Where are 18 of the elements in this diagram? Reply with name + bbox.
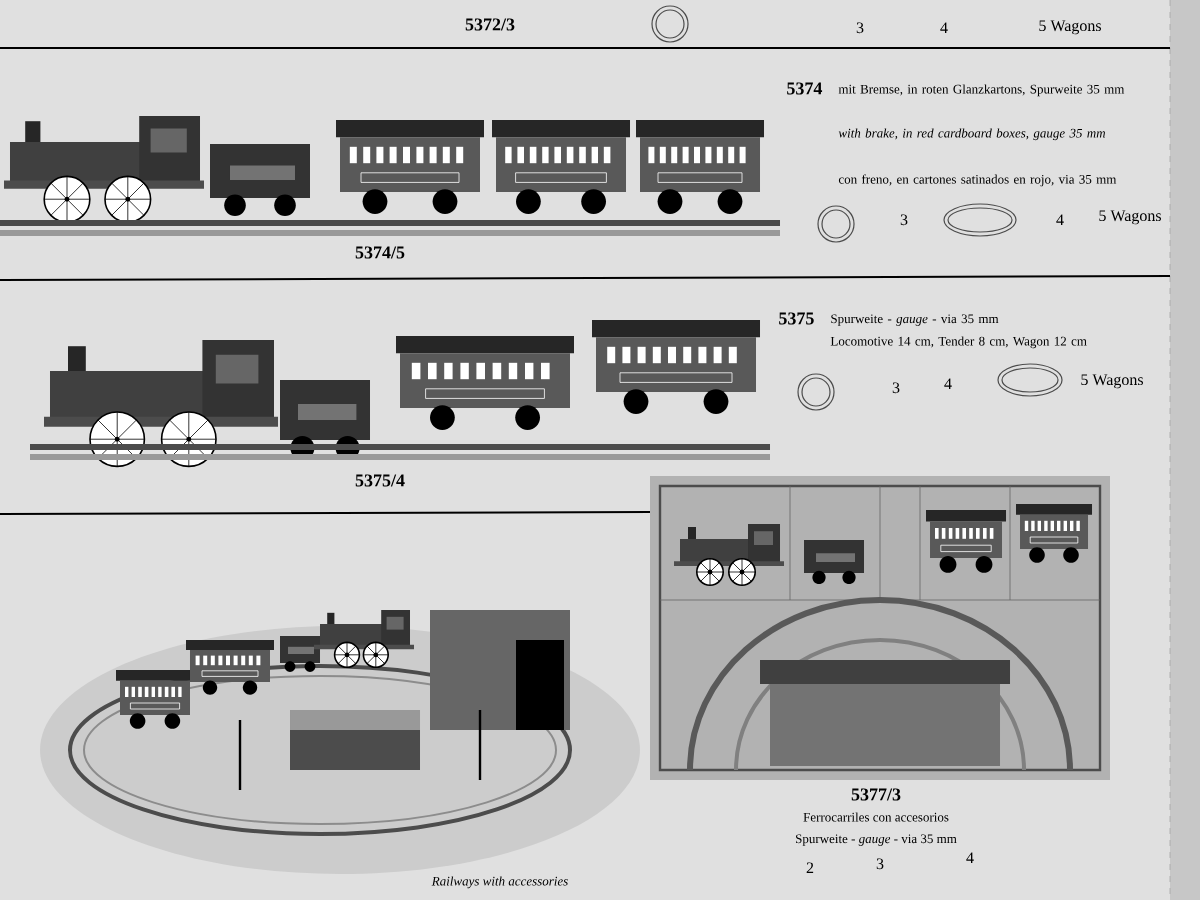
count-label: 3 [892,382,900,394]
catalog-number: 5374 [787,82,823,95]
count-label: 3 [900,214,908,226]
count-label: 4 [966,852,974,863]
count-label: 4 [944,378,952,389]
catalog-number: 5375/4 [355,474,405,487]
count-label: 3 [876,858,884,870]
catalog-number: 5377/3 [851,788,901,801]
catalog-number: 5375 [779,312,814,325]
count-label: 4 [940,22,948,33]
count-label: 5 Wagons [1099,210,1161,225]
count-label: 3 [856,22,864,34]
count-label: 4 [1056,214,1064,225]
count-label: 5 Wagons [1081,374,1143,389]
catalog-number: 5372/3 [465,18,515,31]
count-label: 5 Wagons [1039,20,1101,35]
catalog-number: 5374/5 [355,246,405,259]
count-label: 2 [806,862,814,873]
